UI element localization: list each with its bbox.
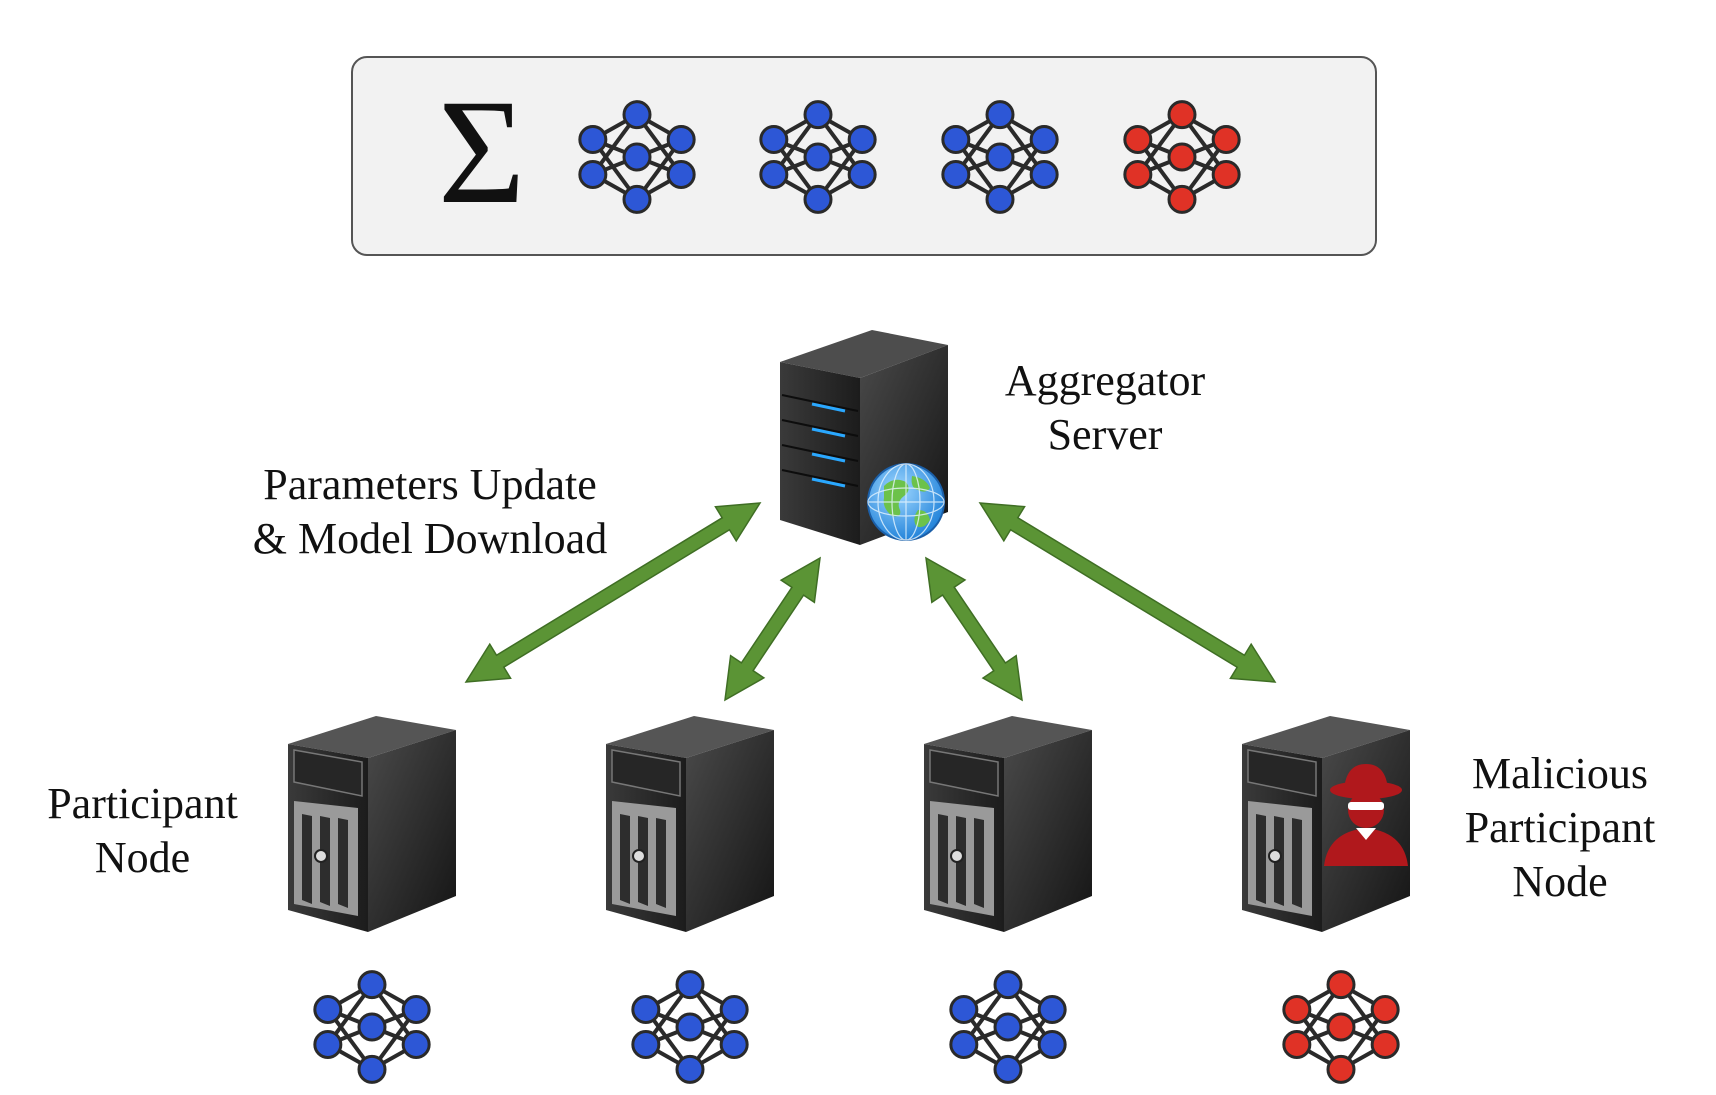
arrow-node-3 (925, 556, 1023, 702)
participant-node-2-icon (606, 716, 774, 932)
participant-model-4 (1282, 970, 1400, 1084)
globe-icon (867, 463, 945, 541)
participant-models (313, 970, 1400, 1084)
sum-symbol: Σ (438, 69, 526, 235)
link-label: Parameters Update & Model Download (230, 458, 630, 566)
participant-label-line1: Participant (47, 779, 238, 828)
participant-node-4-icon (1242, 716, 1410, 932)
aggregated-model-3 (941, 100, 1059, 214)
malicious-label-line1: Malicious (1472, 749, 1648, 798)
aggregator-server-label: Aggregator Server (990, 354, 1220, 462)
malicious-label-line2: Participant (1464, 803, 1656, 852)
participant-node-3-icon (924, 716, 1092, 932)
aggregated-models (578, 100, 1241, 214)
participant-node-label: Participant Node (30, 777, 255, 885)
link-label-line1: Parameters Update (263, 460, 597, 509)
malicious-node-label: Malicious Participant Node (1440, 747, 1680, 909)
participant-node-1-icon (288, 716, 456, 932)
aggregator-label-line2: Server (1047, 410, 1163, 459)
aggregated-model-1 (578, 100, 696, 214)
aggregation-panel (351, 56, 1377, 256)
malicious-label-line3: Node (1512, 857, 1608, 906)
aggregated-model-4 (1123, 100, 1241, 214)
arrow-node-4 (978, 502, 1277, 683)
arrow-node-1 (464, 502, 762, 683)
arrow-node-2 (724, 556, 821, 702)
participant-nodes (288, 716, 1410, 932)
aggregator-server-icon (780, 330, 948, 545)
hacker-icon (1324, 764, 1408, 866)
aggregator-label-line1: Aggregator (1004, 356, 1206, 405)
participant-model-1 (313, 970, 431, 1084)
participant-model-2 (631, 970, 749, 1084)
participant-model-3 (949, 970, 1067, 1084)
update-arrows (464, 502, 1277, 702)
participant-label-line2: Node (94, 833, 191, 882)
link-label-line2: & Model Download (252, 514, 608, 563)
aggregated-model-2 (759, 100, 877, 214)
